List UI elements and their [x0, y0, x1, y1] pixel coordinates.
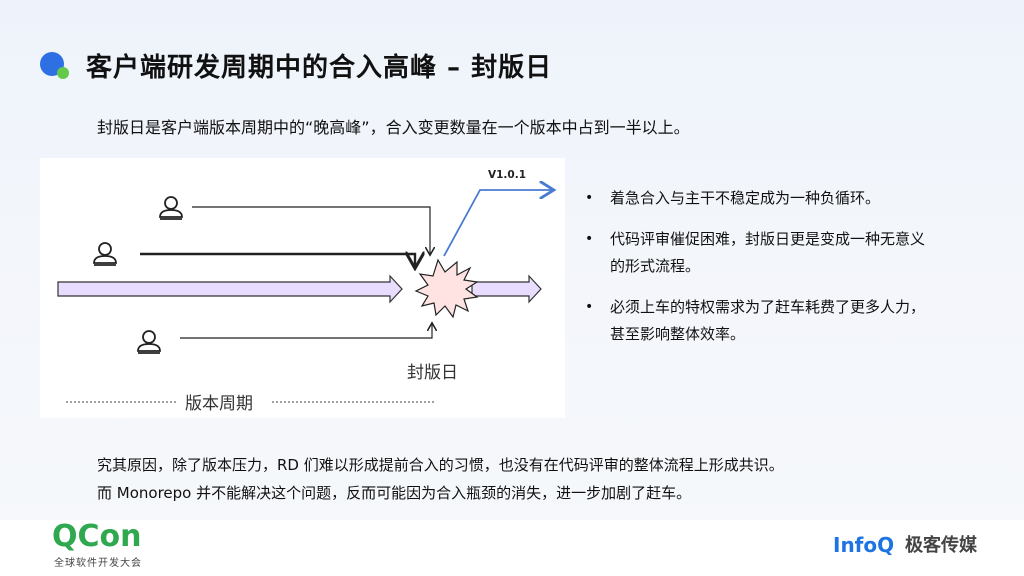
bullet-text-continued: 甚至影响整体效率。	[610, 325, 746, 343]
trunk-bar-right	[471, 274, 542, 304]
version-label: V1.0.1	[488, 169, 526, 181]
media-name: 极客传媒	[905, 535, 977, 556]
bullet-list: • 着急合入与主干不稳定成为一种负循环。 • 代码评审催促困难，封版日更是变成一…	[585, 185, 985, 362]
developer-icon-bottom	[137, 330, 161, 354]
page-title: 客户端研发周期中的合入高峰 – 封版日	[86, 53, 553, 83]
version-cycle-label: 版本周期	[185, 394, 253, 414]
conclusion-line: 究其原因，除了版本压力，RD 们难以形成提前合入的习惯，也没有在代码评审的整体流…	[97, 456, 784, 474]
merge-burst-icon	[414, 258, 479, 319]
bullet-text: 代码评审催促困难，封版日更是变成一种无意义	[610, 230, 926, 248]
merge-line-middle	[140, 254, 415, 266]
diagram-canvas: V1.0.1 封版日 版本周期	[57, 169, 565, 414]
release-cycle-diagram: V1.0.1 封版日 版本周期	[40, 158, 565, 418]
qcon-subtitle: 全球软件开发大会	[54, 558, 142, 569]
bullet-dot: •	[585, 190, 594, 206]
bullet-dot: •	[585, 299, 594, 315]
bullet-text-continued: 的形式流程。	[610, 257, 701, 275]
qcon-logo: QCon	[52, 519, 142, 554]
conclusion: 究其原因，除了版本压力，RD 们难以形成提前合入的习惯，也没有在代码评审的整体流…	[97, 451, 977, 507]
freeze-day-label: 封版日	[407, 363, 458, 383]
merge-line-bottom	[180, 324, 432, 339]
developer-icon-top	[159, 196, 183, 220]
bullet-text: 着急合入与主干不稳定成为一种负循环。	[610, 189, 881, 207]
infoq-logo: InfoQ	[833, 533, 895, 557]
bullet-item: • 着急合入与主干不稳定成为一种负循环。	[585, 185, 985, 212]
bullet-dot: •	[585, 231, 594, 247]
bullet-item: • 必须上车的特权需求为了赶车耗费了更多人力， 甚至影响整体效率。	[585, 294, 985, 348]
trunk-bar-left	[57, 274, 403, 304]
subtitle: 封版日是客户端版本周期中的“晚高峰”，合入变更数量在一个版本中占到一半以上。	[97, 118, 690, 137]
merge-line-top	[192, 206, 430, 254]
footer	[0, 520, 1024, 576]
bullet-item: • 代码评审催促困难，封版日更是变成一种无意义 的形式流程。	[585, 226, 985, 280]
developer-icon-middle	[93, 242, 117, 266]
bullet-text: 必须上车的特权需求为了赶车耗费了更多人力，	[610, 298, 926, 316]
conclusion-line: 而 Monorepo 并不能解决这个问题，反而可能因为合入瓶颈的消失，进一步加剧…	[97, 484, 692, 502]
release-branch-arrow	[443, 190, 552, 257]
title-bullet-accent-icon	[57, 67, 69, 79]
